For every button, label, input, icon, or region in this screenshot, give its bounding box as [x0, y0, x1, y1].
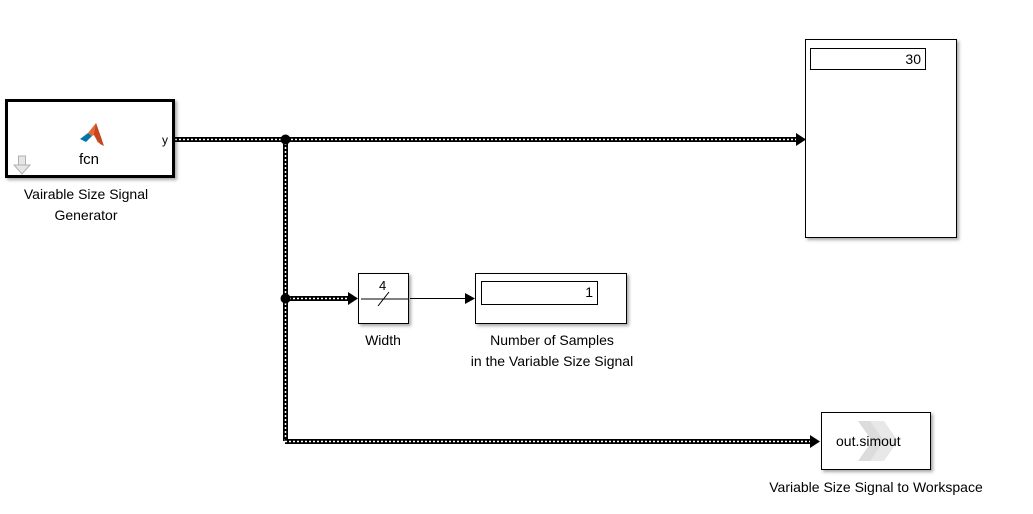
display-block-top[interactable]: 30	[805, 39, 957, 238]
down-arrow-icon	[13, 155, 31, 175]
samples-label-line2: in the Variable Size Signal	[470, 353, 634, 369]
to-workspace-block[interactable]: out.simout	[821, 412, 931, 470]
branch-point-middle	[280, 293, 291, 304]
generator-label: Vairable Size Signal Generator	[0, 184, 172, 226]
width-slash-icon	[361, 291, 408, 307]
generator-label-line2: Generator	[54, 207, 118, 223]
display-value-field: 30	[810, 48, 926, 70]
width-block[interactable]: 4	[358, 273, 409, 324]
simulink-watermark-icon	[858, 421, 898, 461]
samples-display-block[interactable]: 1	[475, 273, 627, 324]
matlab-logo-icon	[80, 123, 104, 146]
generator-block[interactable]: fcn y	[5, 99, 175, 178]
samples-display-label: Number of Samples in the Variable Size S…	[432, 330, 672, 372]
workspace-variable-name: out.simout	[836, 433, 901, 449]
signal-line-to-workspace[interactable]	[285, 435, 820, 448]
signal-line-main[interactable]	[175, 133, 806, 146]
signal-line-to-width[interactable]	[285, 292, 358, 305]
width-label: Width	[365, 332, 401, 348]
samples-label-line1: Number of Samples	[490, 332, 614, 348]
function-name: fcn	[79, 151, 100, 168]
signal-line-width-output[interactable]	[410, 293, 475, 304]
branch-point-top	[280, 134, 291, 145]
to-workspace-label: Variable Size Signal to Workspace	[769, 479, 983, 495]
output-port-label: y	[162, 133, 168, 147]
width-value-label: 4	[379, 278, 387, 293]
generator-label-line1: Vairable Size Signal	[23, 186, 149, 202]
samples-value-field: 1	[481, 281, 598, 305]
